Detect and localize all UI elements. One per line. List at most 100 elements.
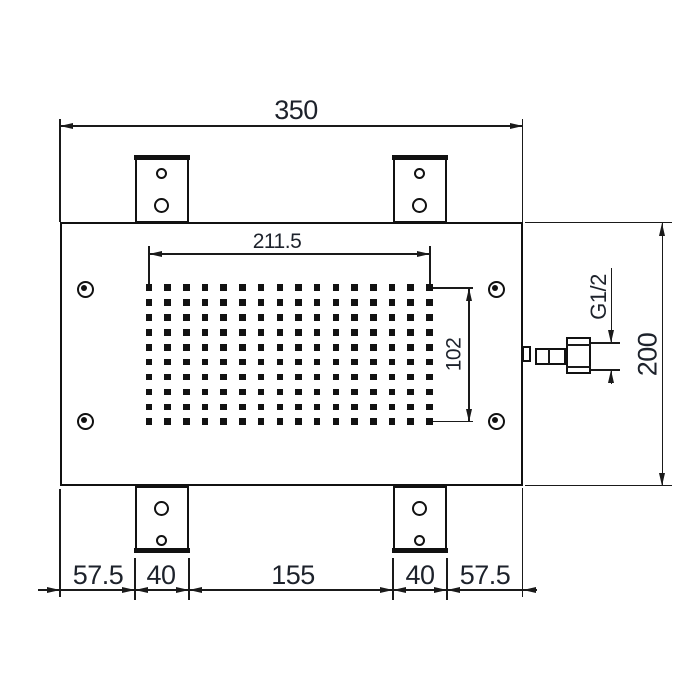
- nozzle-dot: [295, 343, 302, 351]
- nozzle-dot: [201, 284, 209, 291]
- chain-arrow-start: [47, 586, 60, 593]
- face-screw-top-left: [76, 280, 94, 298]
- nozzle-dot: [164, 373, 171, 381]
- nozzle-dot: [295, 329, 302, 336]
- nozzle-dot: [351, 329, 358, 336]
- nozzle-dot: [257, 299, 265, 306]
- nozzle-dot: [145, 418, 153, 425]
- dim-200-arrow-bottom: [659, 473, 666, 486]
- nozzle-dot: [276, 373, 284, 381]
- dim-102-label: 102: [442, 337, 466, 371]
- nozzle-dot: [276, 284, 284, 291]
- nozzle-dot: [313, 329, 321, 336]
- inlet-stub: [521, 345, 531, 363]
- nozzle-dot: [369, 329, 377, 336]
- nozzle-dot: [276, 299, 284, 306]
- chain-ext-0: [59, 489, 61, 597]
- dim-102-arrow-top: [465, 288, 472, 301]
- nozzle-dot: [257, 343, 265, 351]
- connector-pipe: [535, 348, 566, 365]
- nozzle-dot: [239, 358, 246, 366]
- nozzle-dot: [332, 299, 340, 306]
- nozzle-dot: [164, 299, 171, 306]
- chain-arrow-189-left: [176, 586, 189, 593]
- bracket-flange: [134, 548, 190, 553]
- nozzle-dot: [276, 388, 284, 396]
- nozzle-dot: [388, 284, 396, 291]
- nozzle-dot: [369, 358, 377, 366]
- nozzle-dot: [239, 388, 246, 396]
- nozzle-dot: [164, 314, 171, 321]
- nozzle-dot: [164, 418, 171, 425]
- nozzle-dot: [183, 284, 190, 291]
- nozzle-dot: [295, 418, 302, 425]
- nozzle-dot: [351, 403, 358, 411]
- nozzle-dot: [276, 403, 284, 411]
- nozzle-dot: [145, 284, 153, 291]
- nozzle-dot: [220, 358, 228, 366]
- nozzle-dot: [426, 284, 433, 291]
- nozzle-dot: [145, 373, 153, 381]
- nozzle-dot: [145, 299, 153, 306]
- nozzle-dot: [239, 418, 246, 425]
- nozzle-dot: [276, 418, 284, 425]
- nozzle-dot: [388, 403, 396, 411]
- dim-200-ext-bottom: [525, 484, 672, 487]
- nozzle-dot: [351, 373, 358, 381]
- bracket-hole-small: [414, 535, 426, 546]
- nozzle-dot: [276, 358, 284, 366]
- chain-ext-5: [522, 488, 524, 597]
- chain-label-0: 57.5: [72, 560, 124, 590]
- nozzle-dot: [239, 299, 246, 306]
- chain-ext-2: [188, 558, 190, 600]
- nozzle-dot: [239, 284, 246, 291]
- chain-label-1: 40: [146, 560, 176, 590]
- bracket-hole-small: [156, 168, 168, 179]
- nozzle-dot: [369, 299, 377, 306]
- nozzle-dot: [313, 343, 321, 351]
- chain-label-2: 155: [271, 560, 315, 590]
- chain-arrow-135-right: [135, 586, 148, 593]
- chain-ext-4: [446, 558, 448, 600]
- nozzle-dot: [220, 314, 228, 321]
- nozzle-dot: [295, 388, 302, 396]
- dim-211-arrow-right: [417, 250, 430, 257]
- nozzle-dot: [295, 403, 302, 411]
- nozzle-dot: [388, 329, 396, 336]
- nozzle-dot: [407, 329, 414, 336]
- nozzle-dot: [426, 329, 433, 336]
- dim-211-ext-right: [429, 246, 431, 284]
- nozzle-dot: [201, 403, 209, 411]
- nozzle-dot: [351, 343, 358, 351]
- bracket-hole-large: [412, 501, 428, 516]
- dim-102-ext-top: [433, 287, 473, 289]
- chain-arrow-135-left: [122, 586, 135, 593]
- nozzle-dot: [201, 314, 209, 321]
- nozzle-dot: [426, 403, 433, 411]
- nozzle-dot: [239, 343, 246, 351]
- nozzle-dot: [313, 299, 321, 306]
- nozzle-dot: [388, 418, 396, 425]
- showerhead-body: [60, 222, 523, 486]
- dim-200-ext-top: [525, 221, 672, 224]
- nozzle-dot: [201, 299, 209, 306]
- nozzle-dot: [201, 358, 209, 366]
- connector-nut-flat-line-top: [566, 344, 591, 346]
- nozzle-dot: [407, 418, 414, 425]
- nozzle-dot: [388, 299, 396, 306]
- mounting-bracket-bottom-right: [392, 486, 448, 553]
- dim-211-line: [149, 253, 430, 255]
- bracket-hole-large: [154, 501, 170, 516]
- nozzle-dot: [276, 314, 284, 321]
- nozzle-dot: [220, 284, 228, 291]
- chain-arrow-393-left: [380, 586, 393, 593]
- nozzle-dot: [332, 329, 340, 336]
- nozzle-dot: [332, 388, 340, 396]
- chain-dim-line: [38, 589, 537, 591]
- chain-label-4: 57.5: [459, 560, 511, 590]
- nozzle-dot: [388, 388, 396, 396]
- nozzle-dot: [145, 403, 153, 411]
- nozzle-dot: [220, 403, 228, 411]
- nozzle-dot: [332, 403, 340, 411]
